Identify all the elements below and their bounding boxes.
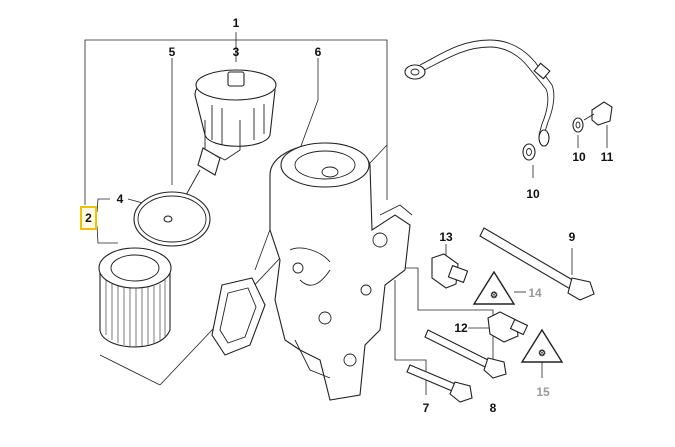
seal-rings [133,191,211,247]
bolts-short [406,329,507,403]
oil-temp-sensor [431,253,469,289]
callout-3[interactable]: 3 [232,45,240,59]
hollow-bolt-and-washers [522,101,613,161]
callout-1[interactable]: 1 [232,16,240,30]
callout-10-upper[interactable]: 10 [572,150,586,164]
callout-13[interactable]: 13 [439,230,453,244]
filter-cover [185,69,277,196]
callout-10-lower[interactable]: 10 [526,187,540,201]
gasket [211,277,266,356]
callout-14[interactable]: 14 [528,286,542,300]
callout-7[interactable]: 7 [422,401,430,415]
svg-text:⚙: ⚙ [490,290,498,300]
callout-12[interactable]: 12 [454,321,468,335]
callout-8[interactable]: 8 [489,401,497,415]
callout-5[interactable]: 5 [168,45,176,59]
svg-text:⚙: ⚙ [538,348,546,358]
oil-pipe [404,39,555,147]
callout-6[interactable]: 6 [314,45,322,59]
callout-4[interactable]: 4 [116,192,124,206]
warning-symbols: ⚙ ⚙ [472,270,564,363]
oil-filter-housing [269,142,413,401]
oil-pressure-sensor [487,311,529,343]
callout-2: 2 [85,211,92,225]
callout-15[interactable]: 15 [536,385,550,399]
filter-element [98,247,172,348]
callout-11[interactable]: 11 [600,150,614,164]
bolt-long [479,227,595,301]
callout-9[interactable]: 9 [568,230,576,244]
callout-2-highlighted[interactable]: 2 [80,206,97,230]
